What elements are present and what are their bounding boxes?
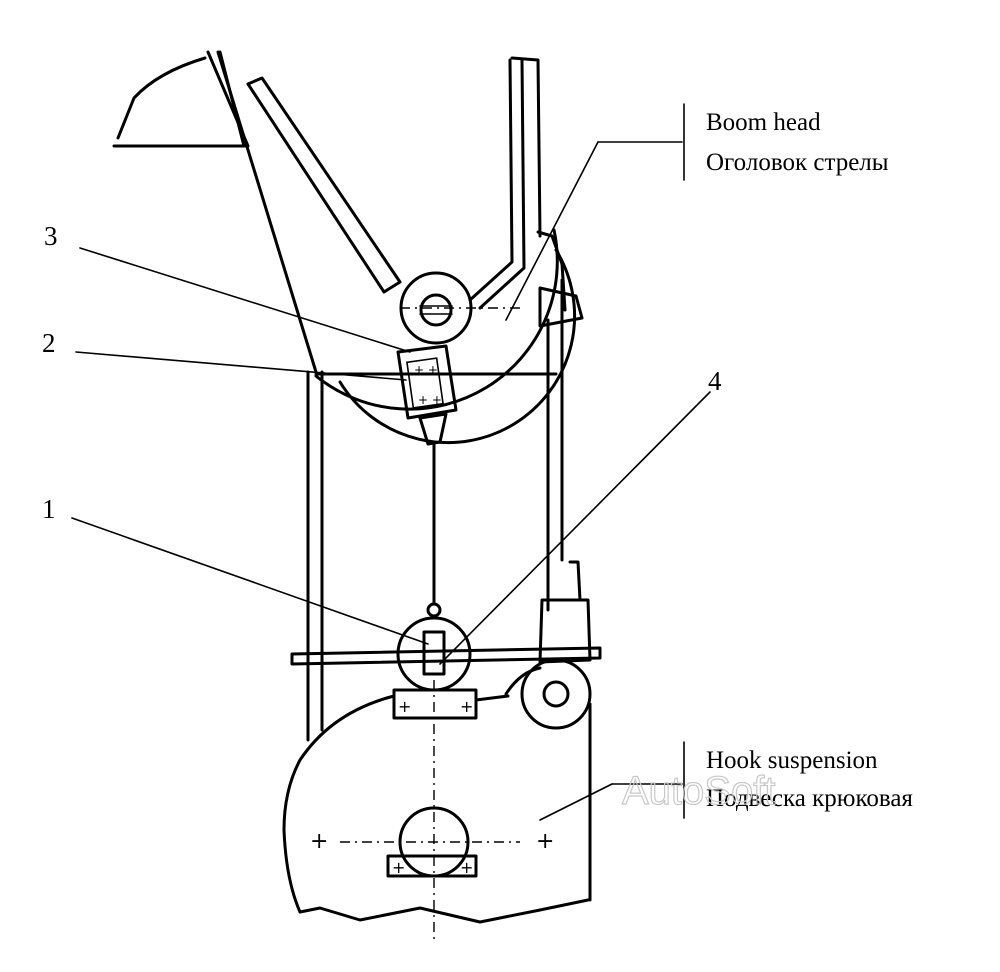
- hook-suspension: + + + + + +: [282, 560, 602, 940]
- watermark: AutoSoft: [622, 769, 775, 813]
- callout-3: 3: [44, 221, 58, 251]
- svg-text:+ +: + +: [414, 363, 438, 377]
- callout-1: 1: [42, 494, 56, 524]
- boom-head-label-ru: Оголовок стрелы: [706, 149, 889, 176]
- boom-head: [112, 50, 584, 445]
- svg-text:+: +: [460, 858, 473, 877]
- svg-text:+: +: [460, 697, 473, 716]
- hook-suspension-label-ru: Подвеска крюковая: [706, 785, 913, 812]
- svg-text:+: +: [536, 829, 554, 854]
- svg-text:+: +: [310, 829, 328, 854]
- svg-text:+ +: + +: [418, 393, 442, 407]
- callout-4: 4: [708, 366, 722, 396]
- ropes: [306, 278, 564, 742]
- leader-lines: [71, 103, 711, 821]
- svg-text:+: +: [392, 858, 405, 877]
- svg-text:+: +: [398, 697, 411, 716]
- callout-2: 2: [42, 328, 56, 358]
- load-sensor: + + + +: [396, 344, 458, 618]
- boom-head-label-en: Boom head: [706, 109, 821, 136]
- hook-suspension-label-en: Hook suspension: [706, 747, 878, 774]
